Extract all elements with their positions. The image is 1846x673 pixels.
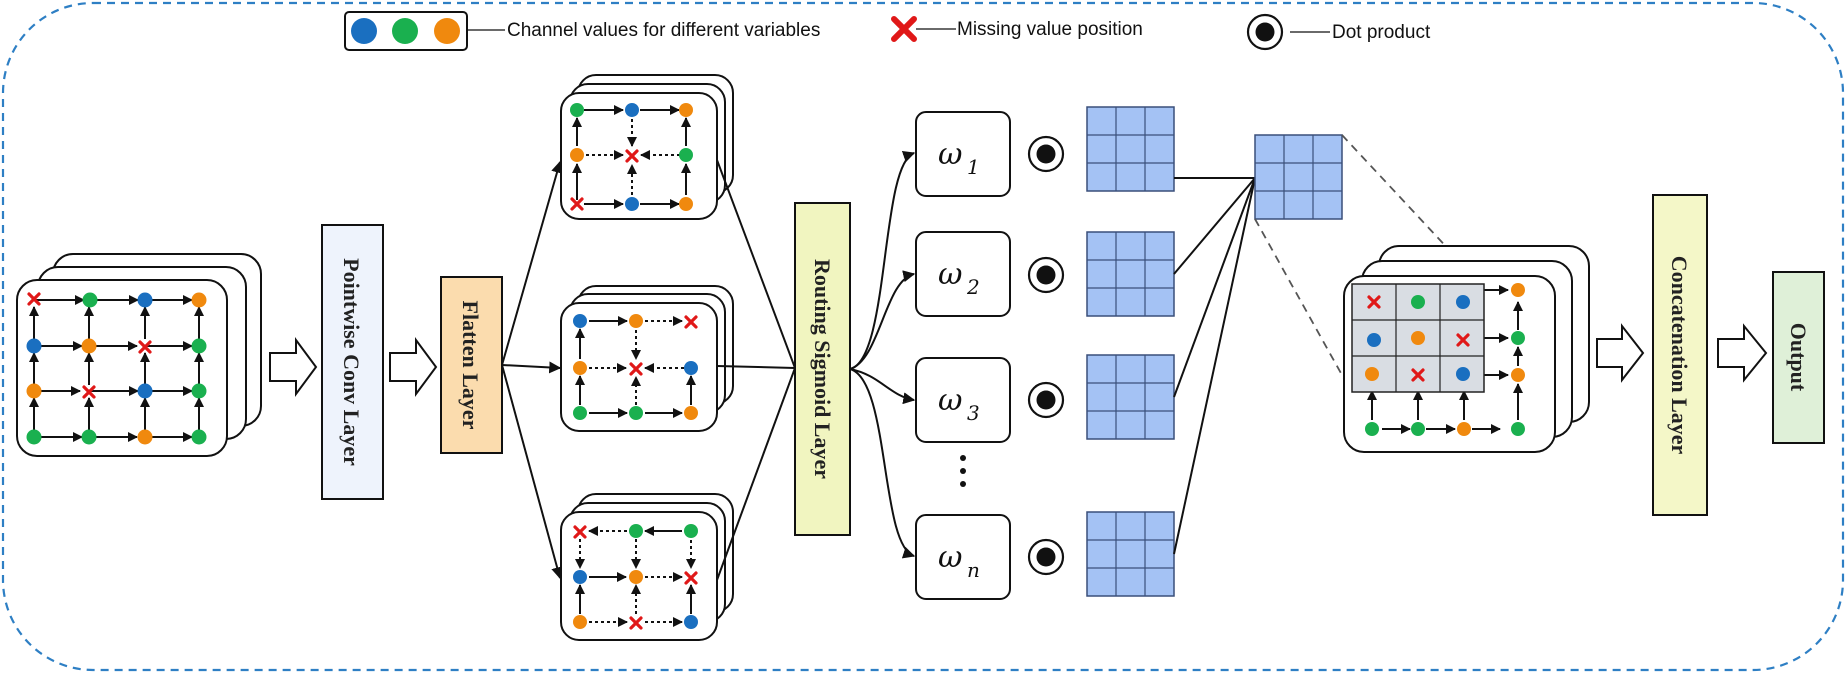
concatenation-label: Concatenation Layer bbox=[1667, 256, 1692, 455]
legend-missing-value: Missing value position bbox=[957, 19, 1143, 40]
svg-text:ω: ω bbox=[938, 257, 962, 292]
svg-text:ω: ω bbox=[938, 540, 962, 575]
combined-kernel-grid bbox=[1254, 134, 1343, 220]
routing-sigmoid-label: Routing Sigmoid Layer bbox=[810, 259, 835, 479]
weight-box-n: ω n bbox=[915, 514, 1011, 600]
pointwise-conv-layer: Pointwise Conv Layer bbox=[321, 224, 384, 500]
concatenation-layer: Concatenation Layer bbox=[1652, 194, 1708, 516]
weight-box-1: ω 1 bbox=[915, 111, 1011, 197]
kernel-grid-2 bbox=[1086, 231, 1175, 317]
output-label: Output bbox=[1786, 323, 1811, 392]
legend-channel-values: Channel values for different variables bbox=[507, 20, 820, 41]
blue-dot-icon bbox=[351, 18, 377, 44]
routing-sigmoid-layer: Routing Sigmoid Layer bbox=[794, 202, 851, 536]
block-arrow-4 bbox=[1717, 323, 1768, 383]
dot-product-icon bbox=[1027, 256, 1065, 294]
output-layer: Output bbox=[1772, 271, 1825, 444]
dot-product-icon bbox=[1027, 381, 1065, 419]
kernel-grid-1 bbox=[1086, 106, 1175, 192]
svg-text:n: n bbox=[967, 558, 980, 582]
kernel-grid-n bbox=[1086, 511, 1175, 597]
svg-text:1: 1 bbox=[967, 155, 980, 179]
graph-grid-bottom bbox=[560, 493, 734, 641]
flatten-label: Flatten Layer bbox=[458, 301, 483, 430]
legend: Channel values for different variables M… bbox=[344, 11, 1431, 51]
ellipsis bbox=[960, 455, 966, 487]
dot-product-icon bbox=[1027, 538, 1065, 576]
block-arrow-3 bbox=[1596, 323, 1645, 383]
block-arrow-2 bbox=[389, 336, 438, 398]
dot-product-icon bbox=[1246, 13, 1284, 51]
block-arrow-1 bbox=[269, 336, 318, 398]
kernel-grid-3 bbox=[1086, 354, 1175, 440]
input-feature-grid bbox=[16, 253, 262, 457]
weight-box-2: ω 2 bbox=[915, 231, 1011, 317]
svg-text:ω: ω bbox=[938, 383, 962, 418]
svg-text:3: 3 bbox=[967, 401, 980, 425]
pointwise-conv-label: Pointwise Conv Layer bbox=[339, 258, 364, 466]
graph-grid-middle bbox=[560, 285, 734, 432]
weight-box-3: ω 3 bbox=[915, 357, 1011, 443]
legend-dot-product: Dot product bbox=[1332, 22, 1431, 43]
orange-dot-icon bbox=[434, 18, 460, 44]
output-feature-grid bbox=[1343, 245, 1590, 453]
dot-product-icon bbox=[1027, 135, 1065, 173]
svg-text:ω: ω bbox=[938, 137, 962, 172]
graph-grid-top bbox=[560, 74, 734, 220]
green-dot-icon bbox=[392, 18, 418, 44]
flatten-layer: Flatten Layer bbox=[440, 276, 503, 454]
missing-x-icon bbox=[894, 19, 914, 39]
svg-text:2: 2 bbox=[966, 275, 980, 299]
